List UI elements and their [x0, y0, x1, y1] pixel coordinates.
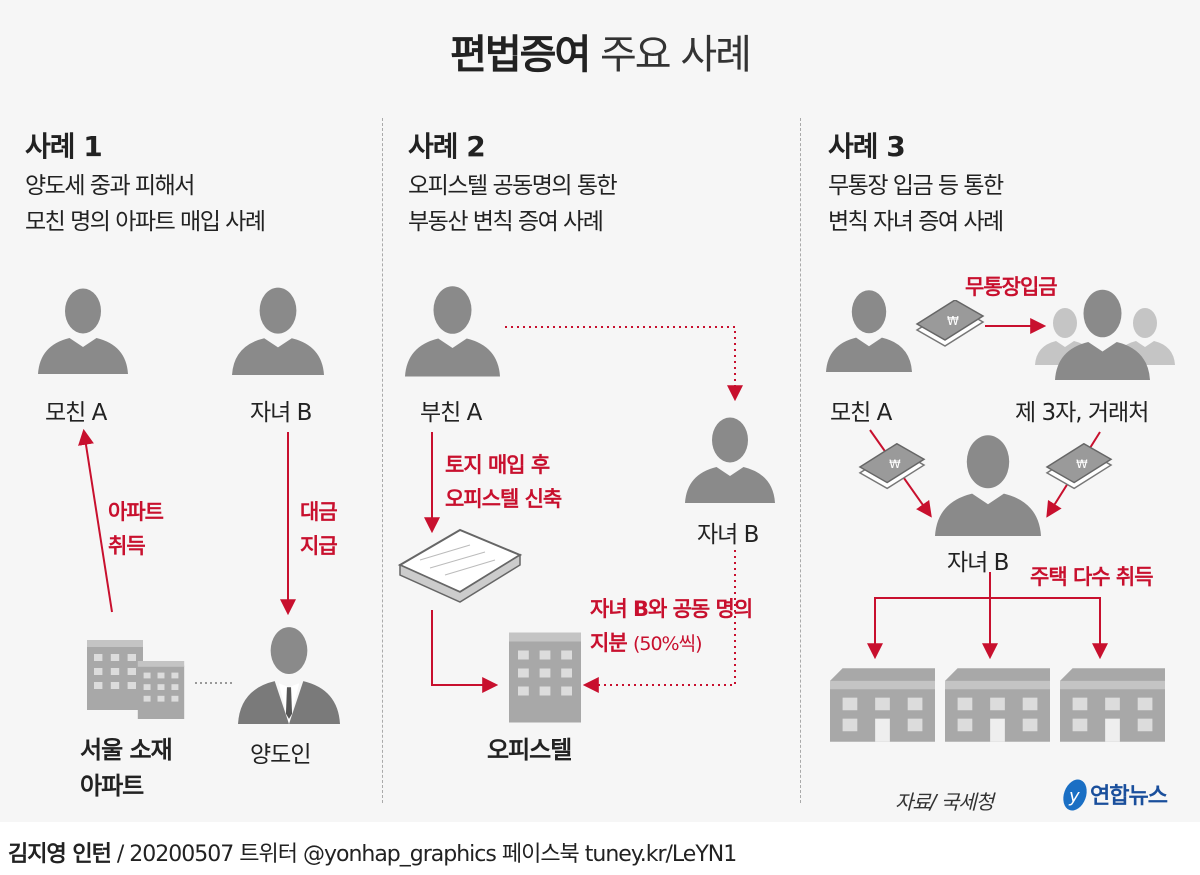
to-officetel-arrow: [431, 610, 499, 693]
father-label: 부친 A: [420, 400, 482, 426]
house-building-icon: [945, 668, 1050, 742]
column-divider: [800, 118, 801, 803]
mother-label: 모친 A: [830, 400, 892, 426]
yonhap-logo: 연합뉴스: [1090, 784, 1168, 809]
joint-ownership-dotted-arrow: [582, 550, 736, 693]
source-credit: 자료/ 국세청: [895, 790, 994, 814]
child-label: 자녀 B: [697, 522, 759, 548]
seller-suit-person-icon: [238, 627, 340, 724]
mother-label: 모친 A: [45, 400, 107, 426]
case1-heading: 사례 1: [25, 130, 103, 163]
apartment-building-icon: [137, 661, 185, 719]
child-label: 자녀 B: [250, 400, 312, 426]
diagram-art: ₩ y: [38, 286, 1175, 811]
case2-heading: 사례 2: [408, 130, 486, 163]
child-person-icon: [232, 287, 324, 375]
child-label: 자녀 B: [947, 550, 1009, 576]
officetel-label: 오피스텔: [487, 736, 572, 764]
seller-label: 양도인: [250, 742, 311, 768]
cash-stack-icon: [1046, 443, 1112, 490]
page-title: 편법증여 주요 사례: [450, 32, 752, 78]
father-to-child-dotted-arrow: [505, 326, 743, 402]
child-person-icon: [685, 417, 775, 503]
case3-heading: 사례 3: [828, 130, 906, 163]
cash-stack-icon: [916, 300, 984, 347]
svg-text:y: y: [1068, 786, 1080, 807]
houses-arrows: [867, 572, 1108, 660]
acquire-arrow: [78, 428, 113, 613]
child-person-icon: [935, 435, 1041, 536]
house-building-icon: [830, 668, 935, 742]
father-person-icon: [405, 286, 500, 377]
cash-stack-icon: [859, 443, 925, 490]
apartment-building-icon: [87, 640, 143, 710]
officetel-building-icon: [509, 632, 581, 723]
mother-person-icon: [826, 290, 912, 372]
third-party-label: 제 3자, 거래처: [1015, 400, 1149, 426]
column-divider: [382, 118, 383, 803]
footer-credit: 김지영 인턴 / 20200507 트위터 @yonhap_graphics 페…: [8, 842, 737, 867]
houses-label: 주택 다수 취득: [1030, 565, 1154, 589]
mother-person-icon: [38, 288, 128, 374]
deposit-label: 무통장입금: [965, 275, 1058, 299]
house-building-icon: [1060, 668, 1165, 742]
yonhap-logo-icon: y: [1063, 779, 1087, 811]
land-tile-icon: [397, 528, 523, 603]
